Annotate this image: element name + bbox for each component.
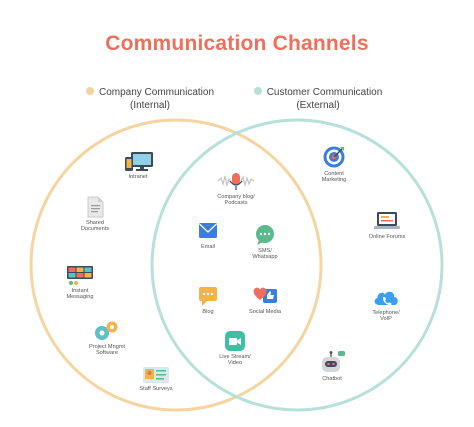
robot-icon (322, 351, 345, 372)
company-blog-line2: Podcasts (224, 200, 248, 207)
node-sms: SMS/ Whatsapp (245, 224, 285, 261)
node-project-mgmt: Project Mngmt Software (79, 320, 135, 357)
sms-line2: Whatsapp (252, 254, 278, 261)
internal-circle (29, 118, 323, 412)
cloud-phone-icon (374, 291, 398, 305)
comment-icon (199, 287, 217, 306)
node-content-marketing: Content Marketing (312, 145, 356, 184)
intranet-label: Intranet (128, 174, 148, 180)
instant-messaging-line1: Instant (71, 288, 89, 294)
node-chatbot: Chatbot (312, 350, 352, 382)
chat-grid-icon (67, 266, 93, 285)
legend-internal-sublabel: (Internal) (129, 100, 170, 111)
telephone-line1: Telephone/ (372, 310, 400, 316)
legend-external: Customer Communication (External) (248, 86, 388, 112)
online-forums-label: Online Forums (368, 234, 406, 240)
speech-bubble-icon (256, 225, 274, 245)
content-marketing-line2: Marketing (321, 177, 347, 184)
company-blog-line1: Company blog/ (217, 194, 255, 200)
social-media-label: Social Media (248, 309, 282, 315)
target-icon (323, 146, 345, 168)
project-mgmt-line2: Software (95, 350, 119, 357)
shared-documents-line2: Documents (80, 226, 110, 233)
legend-internal: Company Communication (Internal) (80, 86, 220, 112)
email-label: Email (201, 244, 215, 250)
node-shared-documents: Shared Documents (70, 196, 120, 233)
chatbot-label: Chatbot (322, 376, 342, 382)
page-title: Communication Channels (105, 32, 369, 55)
legend-external-label: Customer Communication (266, 87, 383, 98)
instant-messaging-line2: Messaging (66, 294, 94, 301)
node-instant-messaging: Instant Messaging (55, 264, 105, 301)
node-social-media: Social Media (244, 283, 286, 315)
telephone-line2: VoIP (380, 316, 392, 323)
node-blog: Blog (193, 285, 223, 315)
sms-line1: SMS/ (258, 248, 272, 254)
document-icon (87, 196, 104, 218)
internal-dot-icon (85, 87, 94, 95)
node-online-forums: Online Forums (362, 210, 412, 240)
blog-label: Blog (202, 309, 214, 315)
content-marketing-line1: Content (324, 171, 344, 177)
gears-icon (95, 321, 118, 340)
video-icon (225, 331, 245, 351)
external-circle (150, 118, 444, 412)
checklist-icon (143, 367, 169, 383)
legend-internal-label: Company Communication (98, 87, 215, 98)
laptop-icon (374, 212, 400, 229)
microphone-icon (217, 173, 255, 190)
node-staff-surveys: Staff Surveys (128, 366, 184, 392)
node-telephone: Telephone/ VoIP (364, 286, 408, 323)
live-stream-line1: Live Stream/ (219, 354, 251, 360)
project-mgmt-line1: Project Mngmt (88, 344, 126, 350)
staff-surveys-label: Staff Surveys (139, 386, 173, 392)
live-stream-line2: Video (227, 360, 243, 367)
node-company-blog: Company blog/ Podcasts (211, 170, 261, 207)
like-heart-icon (253, 287, 277, 303)
external-dot-icon (253, 87, 262, 95)
node-email: Email (193, 220, 223, 250)
node-live-stream: Live Stream/ Video (212, 330, 258, 367)
legend-external-sublabel: (External) (296, 100, 340, 111)
monitor-phone-icon (125, 152, 153, 171)
node-intranet: Intranet (114, 150, 162, 180)
envelope-icon (199, 223, 217, 238)
shared-documents-line1: Shared (85, 220, 105, 226)
